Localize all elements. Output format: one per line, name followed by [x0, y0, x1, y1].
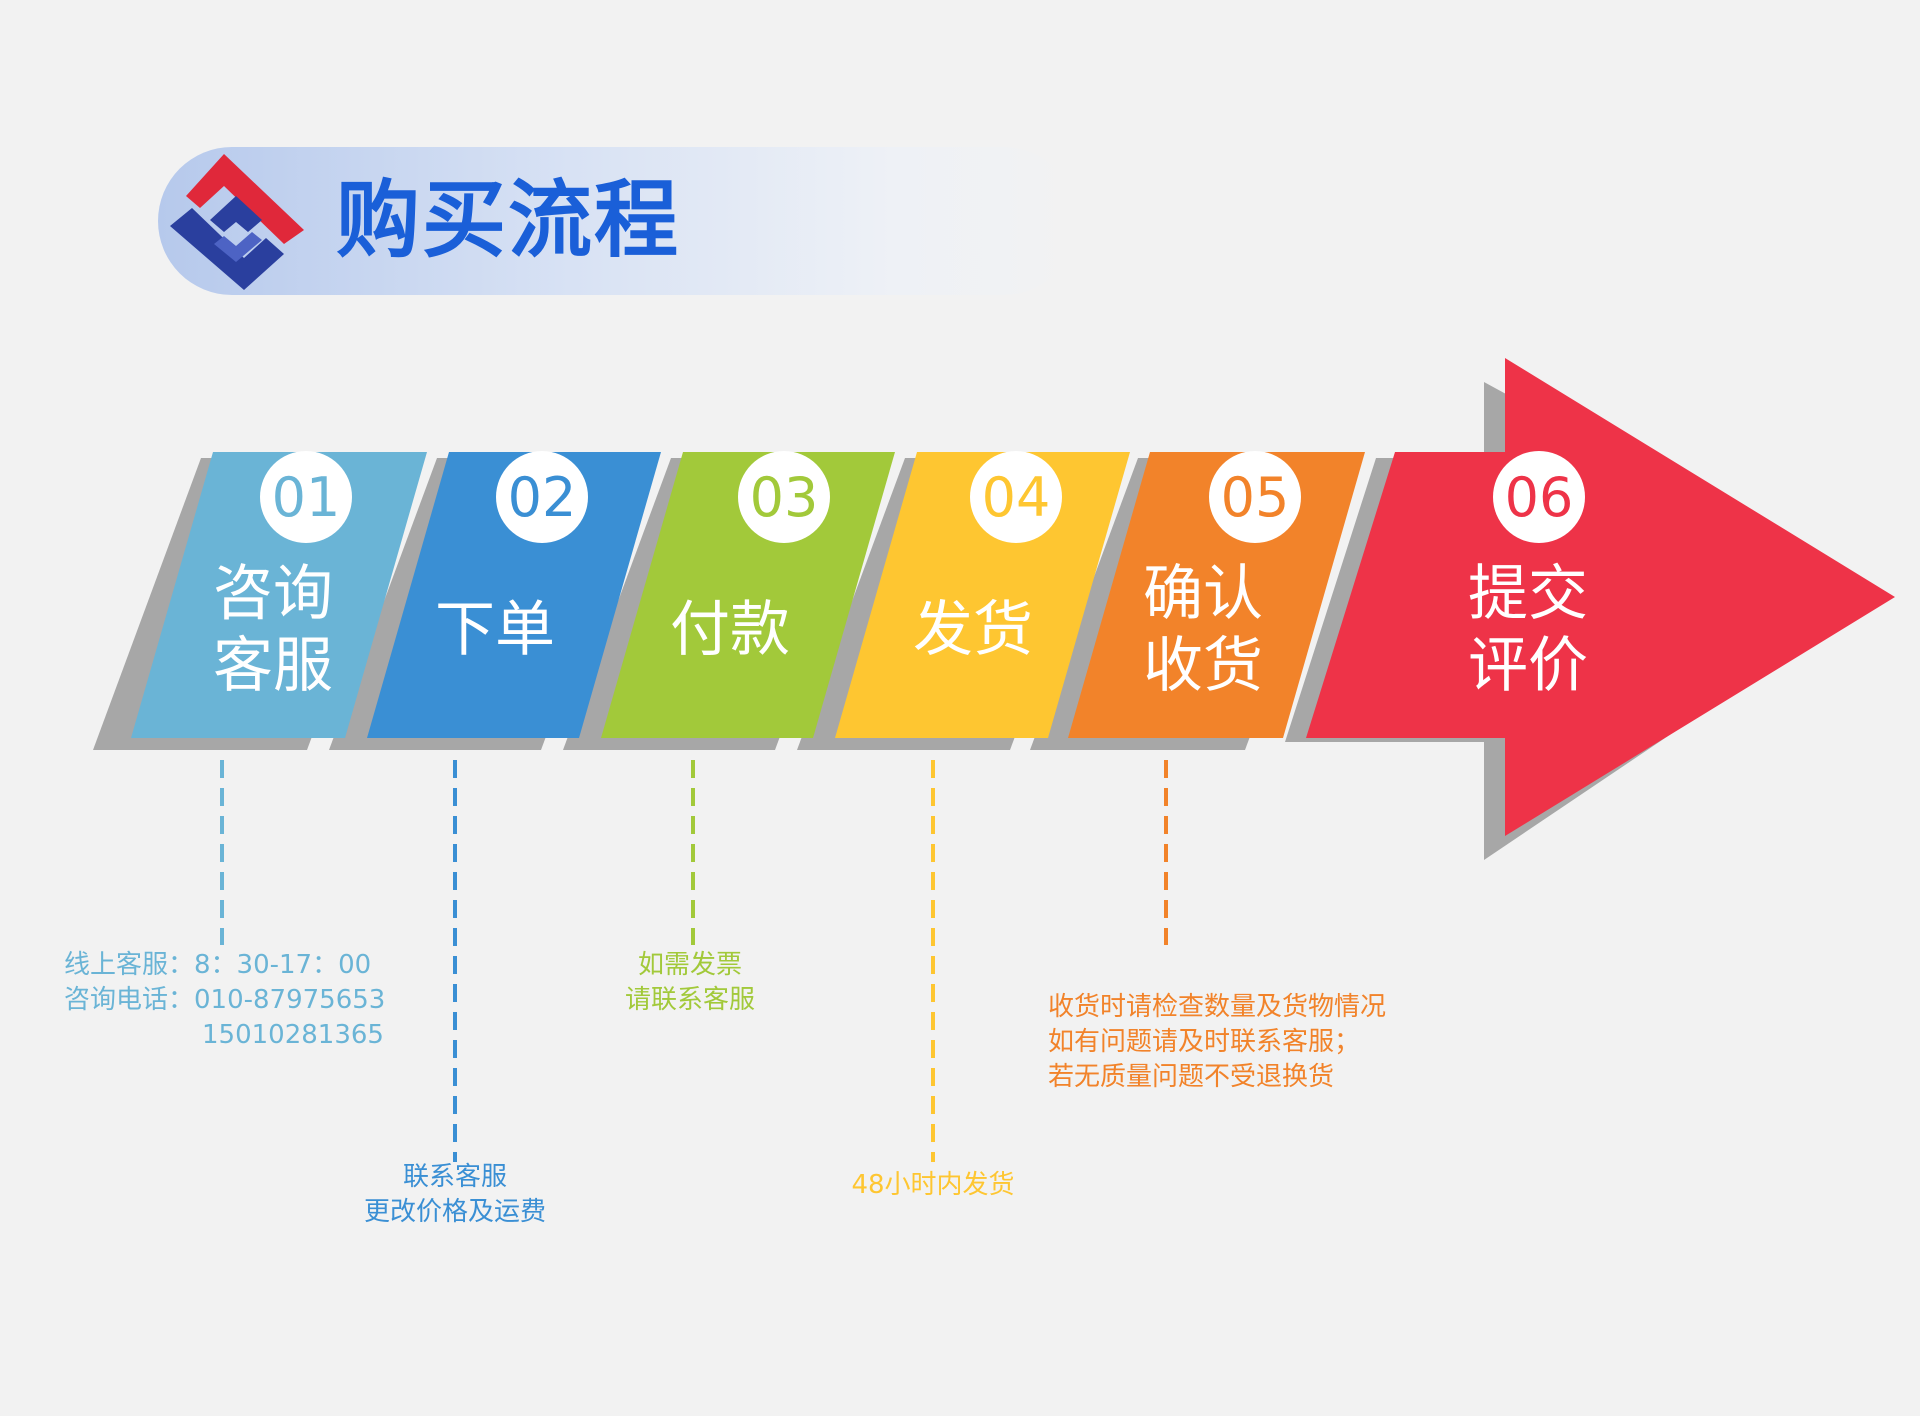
note-step2: 联系客服更改价格及运费 — [356, 1160, 554, 1230]
step-panel-02 — [367, 452, 661, 738]
step-shadow — [797, 458, 1118, 750]
step-number-badge — [1209, 451, 1301, 543]
step-shadow — [93, 458, 415, 750]
step-shadow — [329, 458, 649, 750]
step-label: 评价 — [1468, 631, 1588, 701]
step-panel-03 — [601, 452, 895, 738]
note-step3: 如需发票请联系客服 — [610, 948, 770, 1018]
step-panel-01 — [131, 452, 427, 738]
step-label: 收货 — [1143, 631, 1263, 701]
title-banner — [158, 147, 1078, 295]
step-label: 确认 — [1143, 559, 1263, 629]
step-label: 提交 — [1468, 559, 1588, 629]
note-line: 线上客服：8：30-17：00 — [64, 950, 372, 980]
step-label: 发货 — [913, 595, 1033, 665]
step-shadow — [1030, 458, 1353, 750]
note-line: 收货时请检查数量及货物情况 — [1048, 992, 1387, 1022]
company-logo-icon — [170, 154, 304, 290]
note-step5: 收货时请检查数量及货物情况如有问题请及时联系客服； 若无质量问题不受退换货 — [1048, 990, 1386, 1095]
page-title: 购买流程 — [336, 171, 681, 269]
step-number-badge — [496, 451, 588, 543]
step-number-badge — [970, 451, 1062, 543]
step-shadow — [563, 458, 883, 750]
step-number: 04 — [982, 466, 1051, 529]
step-label: 客服 — [213, 631, 333, 701]
note-step1: 线上客服：8：30-17：00 咨询电话：010-87975653 15010281… — [64, 948, 385, 1053]
note-line: 15010281365 — [202, 1020, 384, 1050]
step-panel-05 — [1068, 452, 1365, 738]
step-number-badge — [1493, 451, 1585, 543]
step-number-badge — [738, 451, 830, 543]
step-panel-06 — [1306, 358, 1895, 836]
step-number: 05 — [1221, 466, 1290, 529]
step-label: 咨询 — [213, 559, 333, 629]
step-panel-04 — [835, 452, 1130, 738]
step-03: 03 付款 — [670, 451, 830, 665]
step-label: 下单 — [435, 595, 555, 665]
note-line: 48小时内发货 — [851, 1170, 1015, 1200]
step-number-badge — [260, 451, 352, 543]
note-line: 如需发票 — [637, 950, 742, 980]
arrow-shadow — [1285, 382, 1876, 860]
step-04: 04 发货 — [913, 451, 1062, 665]
note-line: 咨询电话：010-87975653 — [64, 985, 386, 1015]
step-number: 01 — [272, 466, 341, 529]
note-step4: 48小时内发货 — [846, 1168, 1020, 1203]
note-line: 联系客服 — [402, 1162, 507, 1192]
note-line: 请联系客服 — [624, 985, 755, 1015]
note-line: 若无质量问题不受退换货 — [1048, 1062, 1335, 1092]
step-number: 06 — [1505, 466, 1574, 529]
step-label: 付款 — [670, 595, 790, 665]
note-line: 如有问题请及时联系客服； — [1048, 1027, 1361, 1057]
step-number: 02 — [508, 466, 577, 529]
step-02: 02 下单 — [435, 451, 588, 665]
note-line: 更改价格及运费 — [363, 1197, 546, 1227]
step-number: 03 — [750, 466, 819, 529]
